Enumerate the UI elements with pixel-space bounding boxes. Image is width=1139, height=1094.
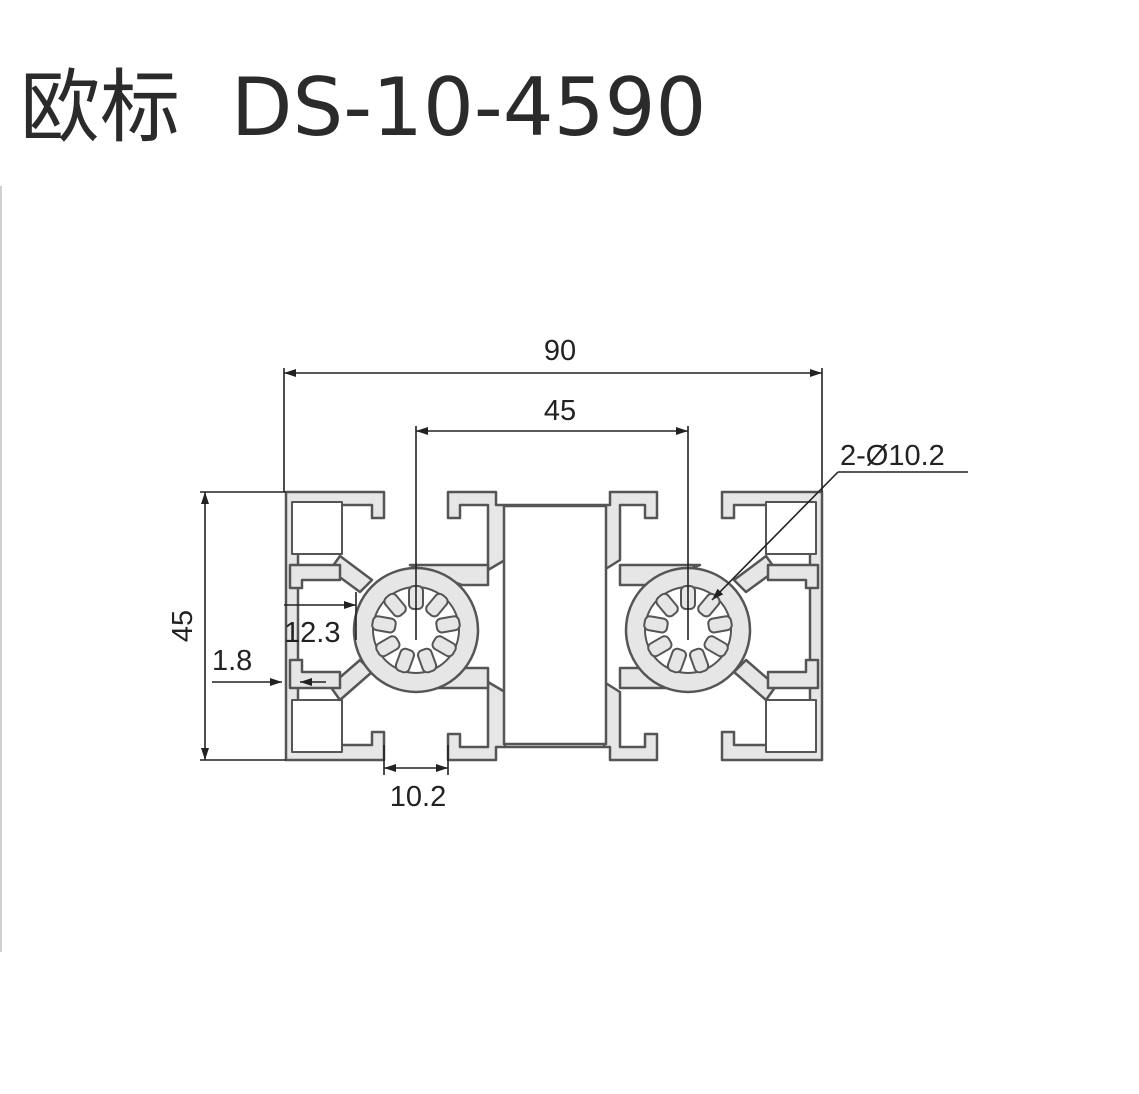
left-edge-line <box>0 186 2 952</box>
dim-overall-width: 90 <box>544 335 576 367</box>
dim-wall: 1.8 <box>212 645 252 677</box>
dim-slot-pitch: 45 <box>544 395 576 427</box>
page-title: 欧标 DS-10-4590 <box>20 61 707 154</box>
dimension-lines <box>200 368 968 775</box>
dim-holes: 2-Ø10.2 <box>840 440 945 472</box>
dim-slot-depth: 12.3 <box>284 617 340 649</box>
dim-slot-width: 10.2 <box>390 781 446 813</box>
dim-height: 45 <box>167 610 199 642</box>
